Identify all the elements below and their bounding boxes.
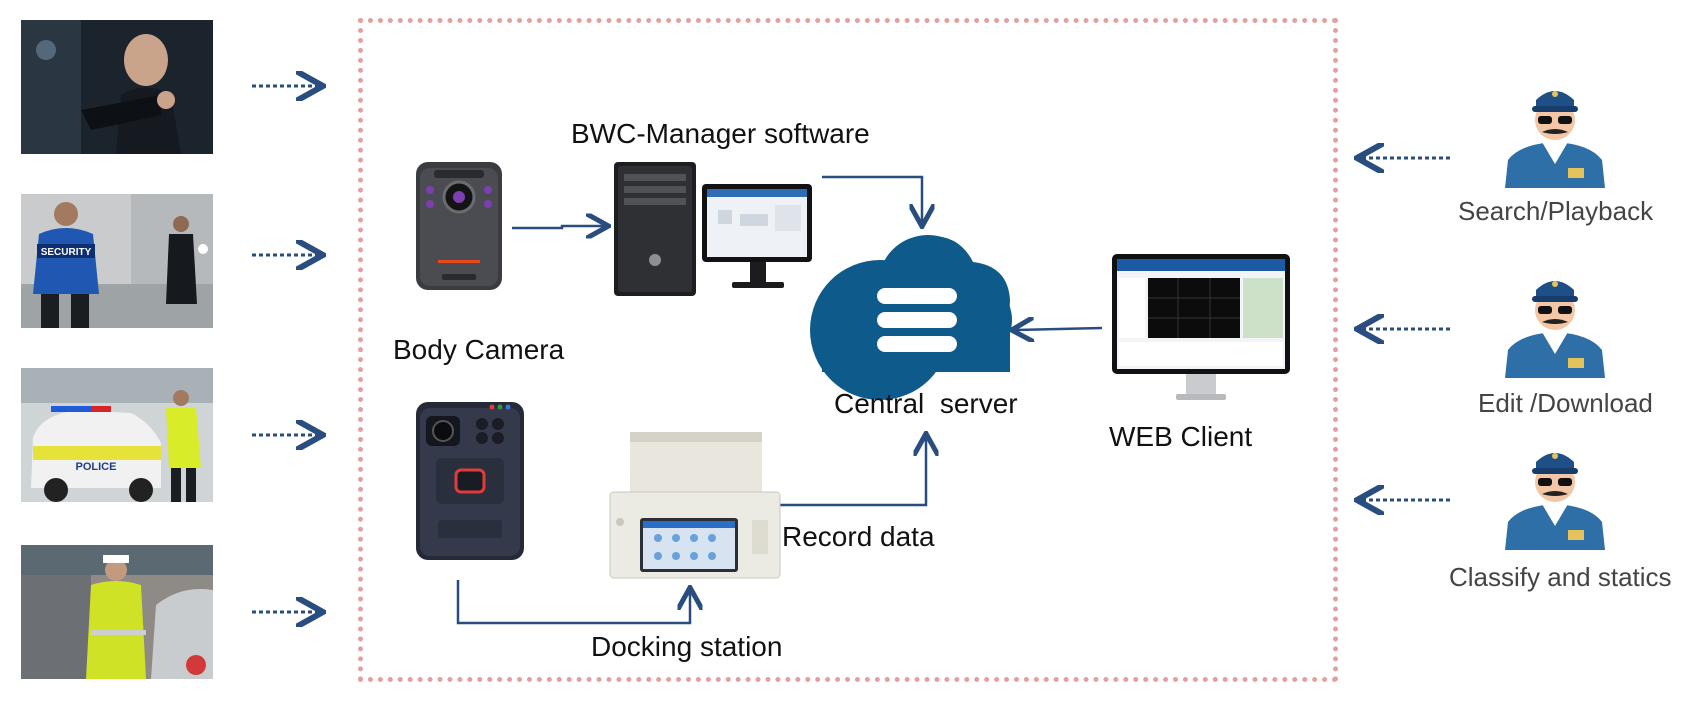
- role-label-edit-download: Edit /Download: [1478, 388, 1653, 418]
- body-camera-1: [416, 162, 502, 290]
- body-camera-label: Body Camera: [393, 334, 565, 365]
- central-server-label: Central server: [834, 388, 1018, 419]
- officer-avatar-1: [1505, 91, 1605, 188]
- docking-station-label: Docking station: [591, 631, 783, 662]
- left-input-arrows: [252, 86, 320, 612]
- body-camera-2: [416, 402, 524, 560]
- officer-avatar-2: [1505, 281, 1605, 378]
- web-to-cloud-connector: [1014, 328, 1103, 330]
- web-client-label: WEB Client: [1109, 421, 1253, 452]
- record-data-label: Record data: [782, 521, 935, 552]
- dock-to-cloud-connector: [780, 436, 926, 507]
- docking-station: [609, 432, 781, 579]
- system-boundary-frame: [358, 18, 1338, 682]
- camera-to-dock-connector: [456, 580, 690, 625]
- police-caption: POLICE: [76, 461, 117, 473]
- police-car-photo: POLICE: [21, 368, 213, 502]
- bwc-manager-computer: [614, 162, 812, 296]
- right-role-arrows: [1360, 158, 1450, 500]
- officer-aiming-photo: [21, 20, 213, 154]
- camera-to-software-connector: [512, 226, 606, 228]
- central-server-cloud: [810, 235, 1012, 400]
- software-to-cloud-connector: [822, 175, 922, 224]
- security-caption: SECURITY: [41, 247, 92, 258]
- role-label-classify-statics: Classify and statics: [1449, 562, 1672, 592]
- web-client-monitor: [1112, 254, 1290, 400]
- officer-avatar-3: [1505, 453, 1605, 550]
- traffic-officer-photo: [21, 545, 213, 679]
- role-label-search-playback: Search/Playback: [1458, 196, 1654, 226]
- security-guards-photo: SECURITY: [21, 194, 213, 328]
- bwc-manager-label: BWC-Manager software: [571, 118, 870, 149]
